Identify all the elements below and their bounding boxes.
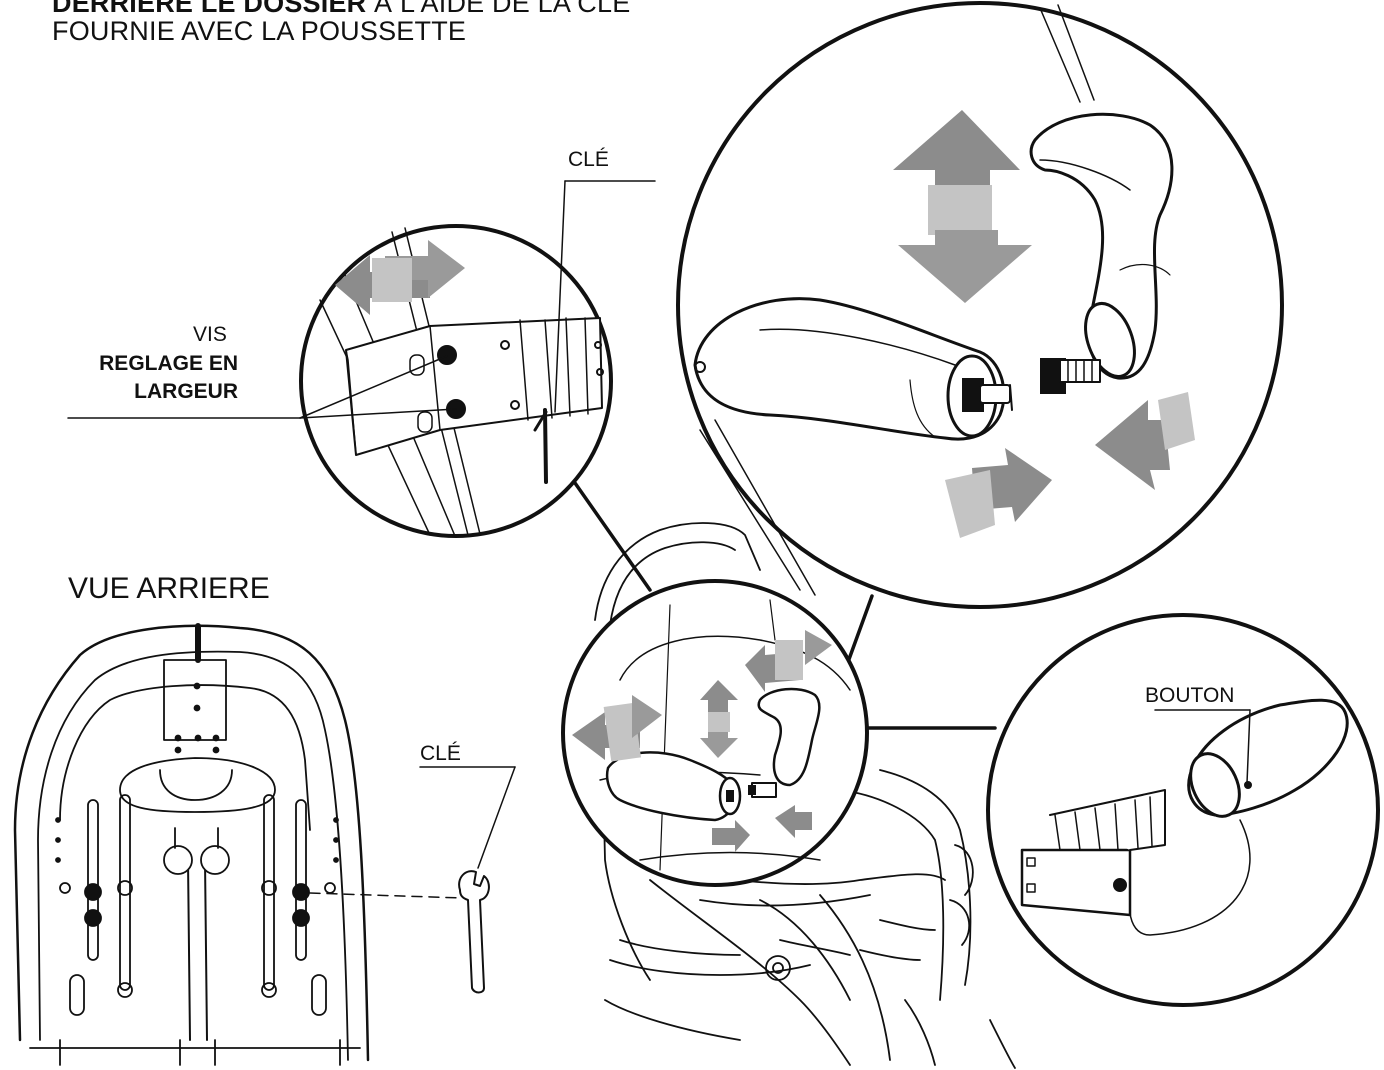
bouton-detail-circle [986,613,1380,1007]
instruction-line-1: DERRIÈRE LE DOSSIER À L'AIDE DE LA CLÉ [52,0,630,18]
vis-label: VIS [193,323,227,346]
connector-lines [573,481,997,730]
armrest-detail-circle [676,1,1284,609]
vis-leader [67,355,457,419]
vue-arriere-title: VUE ARRIERE [68,572,270,605]
wrench-icon [419,766,516,994]
reglage-label-line-1: REGLAGE EN [99,352,238,375]
cle-top-label: CLÉ [568,148,609,171]
width-adjust-detail-circle [299,224,613,538]
reglage-label-line-2: LARGEUR [134,380,238,403]
instruction-bold-part: DERRIÈRE LE DOSSIER [52,0,367,18]
instruction-rest-part: À L'AIDE DE LA CLÉ [366,0,631,18]
cle-top-leader [554,180,656,413]
seat-detail-circle [561,579,869,887]
instruction-line-2: FOURNIE AVEC LA POUSSETTE [52,16,467,46]
cle-bottom-label: CLÉ [420,742,461,765]
bouton-label: BOUTON [1145,684,1235,707]
rear-view-drawing [13,623,463,1066]
